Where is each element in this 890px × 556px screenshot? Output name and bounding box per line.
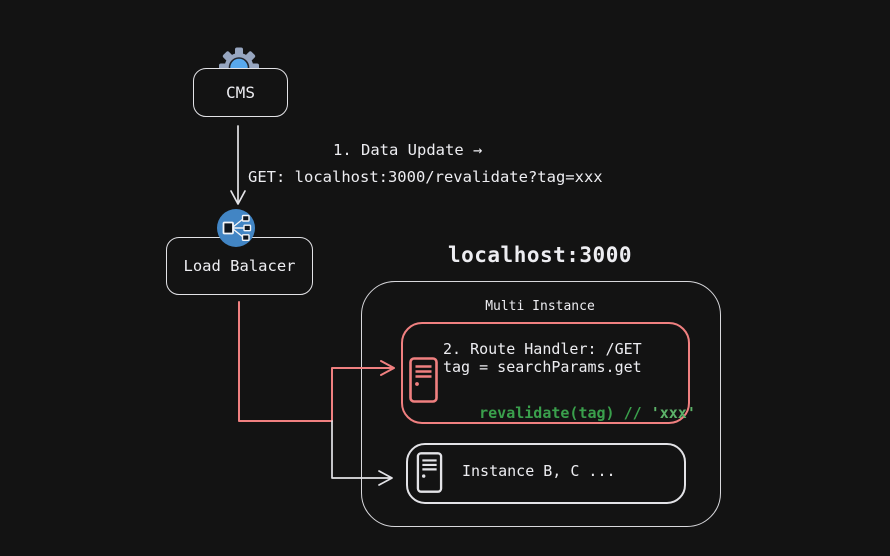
instances-label: Instance B, C ...: [462, 462, 616, 480]
server-icon: [416, 452, 443, 493]
route-handler-line1: 2. Route Handler: /GET: [443, 340, 642, 358]
instances-node: [406, 443, 686, 504]
cms-label: CMS: [226, 83, 255, 102]
step1-label: 1. Data Update →: [333, 141, 483, 159]
arrow-cms-to-load-balancer: [230, 125, 246, 205]
localhost-title: localhost:3000: [447, 243, 632, 267]
get-request-label: GET: localhost:3000/revalidate?tag=xxx: [248, 168, 603, 186]
route-handler-line2: tag = searchParams.get: [443, 358, 642, 376]
code-value: 'xxx': [650, 404, 696, 422]
load-balancer-node: Load Balacer: [166, 237, 313, 295]
server-icon: [409, 357, 438, 403]
route-handler-node: [401, 322, 690, 424]
cms-node: CMS: [193, 68, 288, 117]
route-handler-code: revalidate(tag) // 'xxx': [443, 386, 696, 440]
code-main: revalidate(tag) //: [479, 404, 651, 422]
load-balancer-label: Load Balacer: [183, 257, 296, 275]
gear-icon: [214, 37, 264, 82]
multi-instance-label: Multi Instance: [485, 299, 595, 314]
load-balancer-icon: [216, 208, 256, 248]
